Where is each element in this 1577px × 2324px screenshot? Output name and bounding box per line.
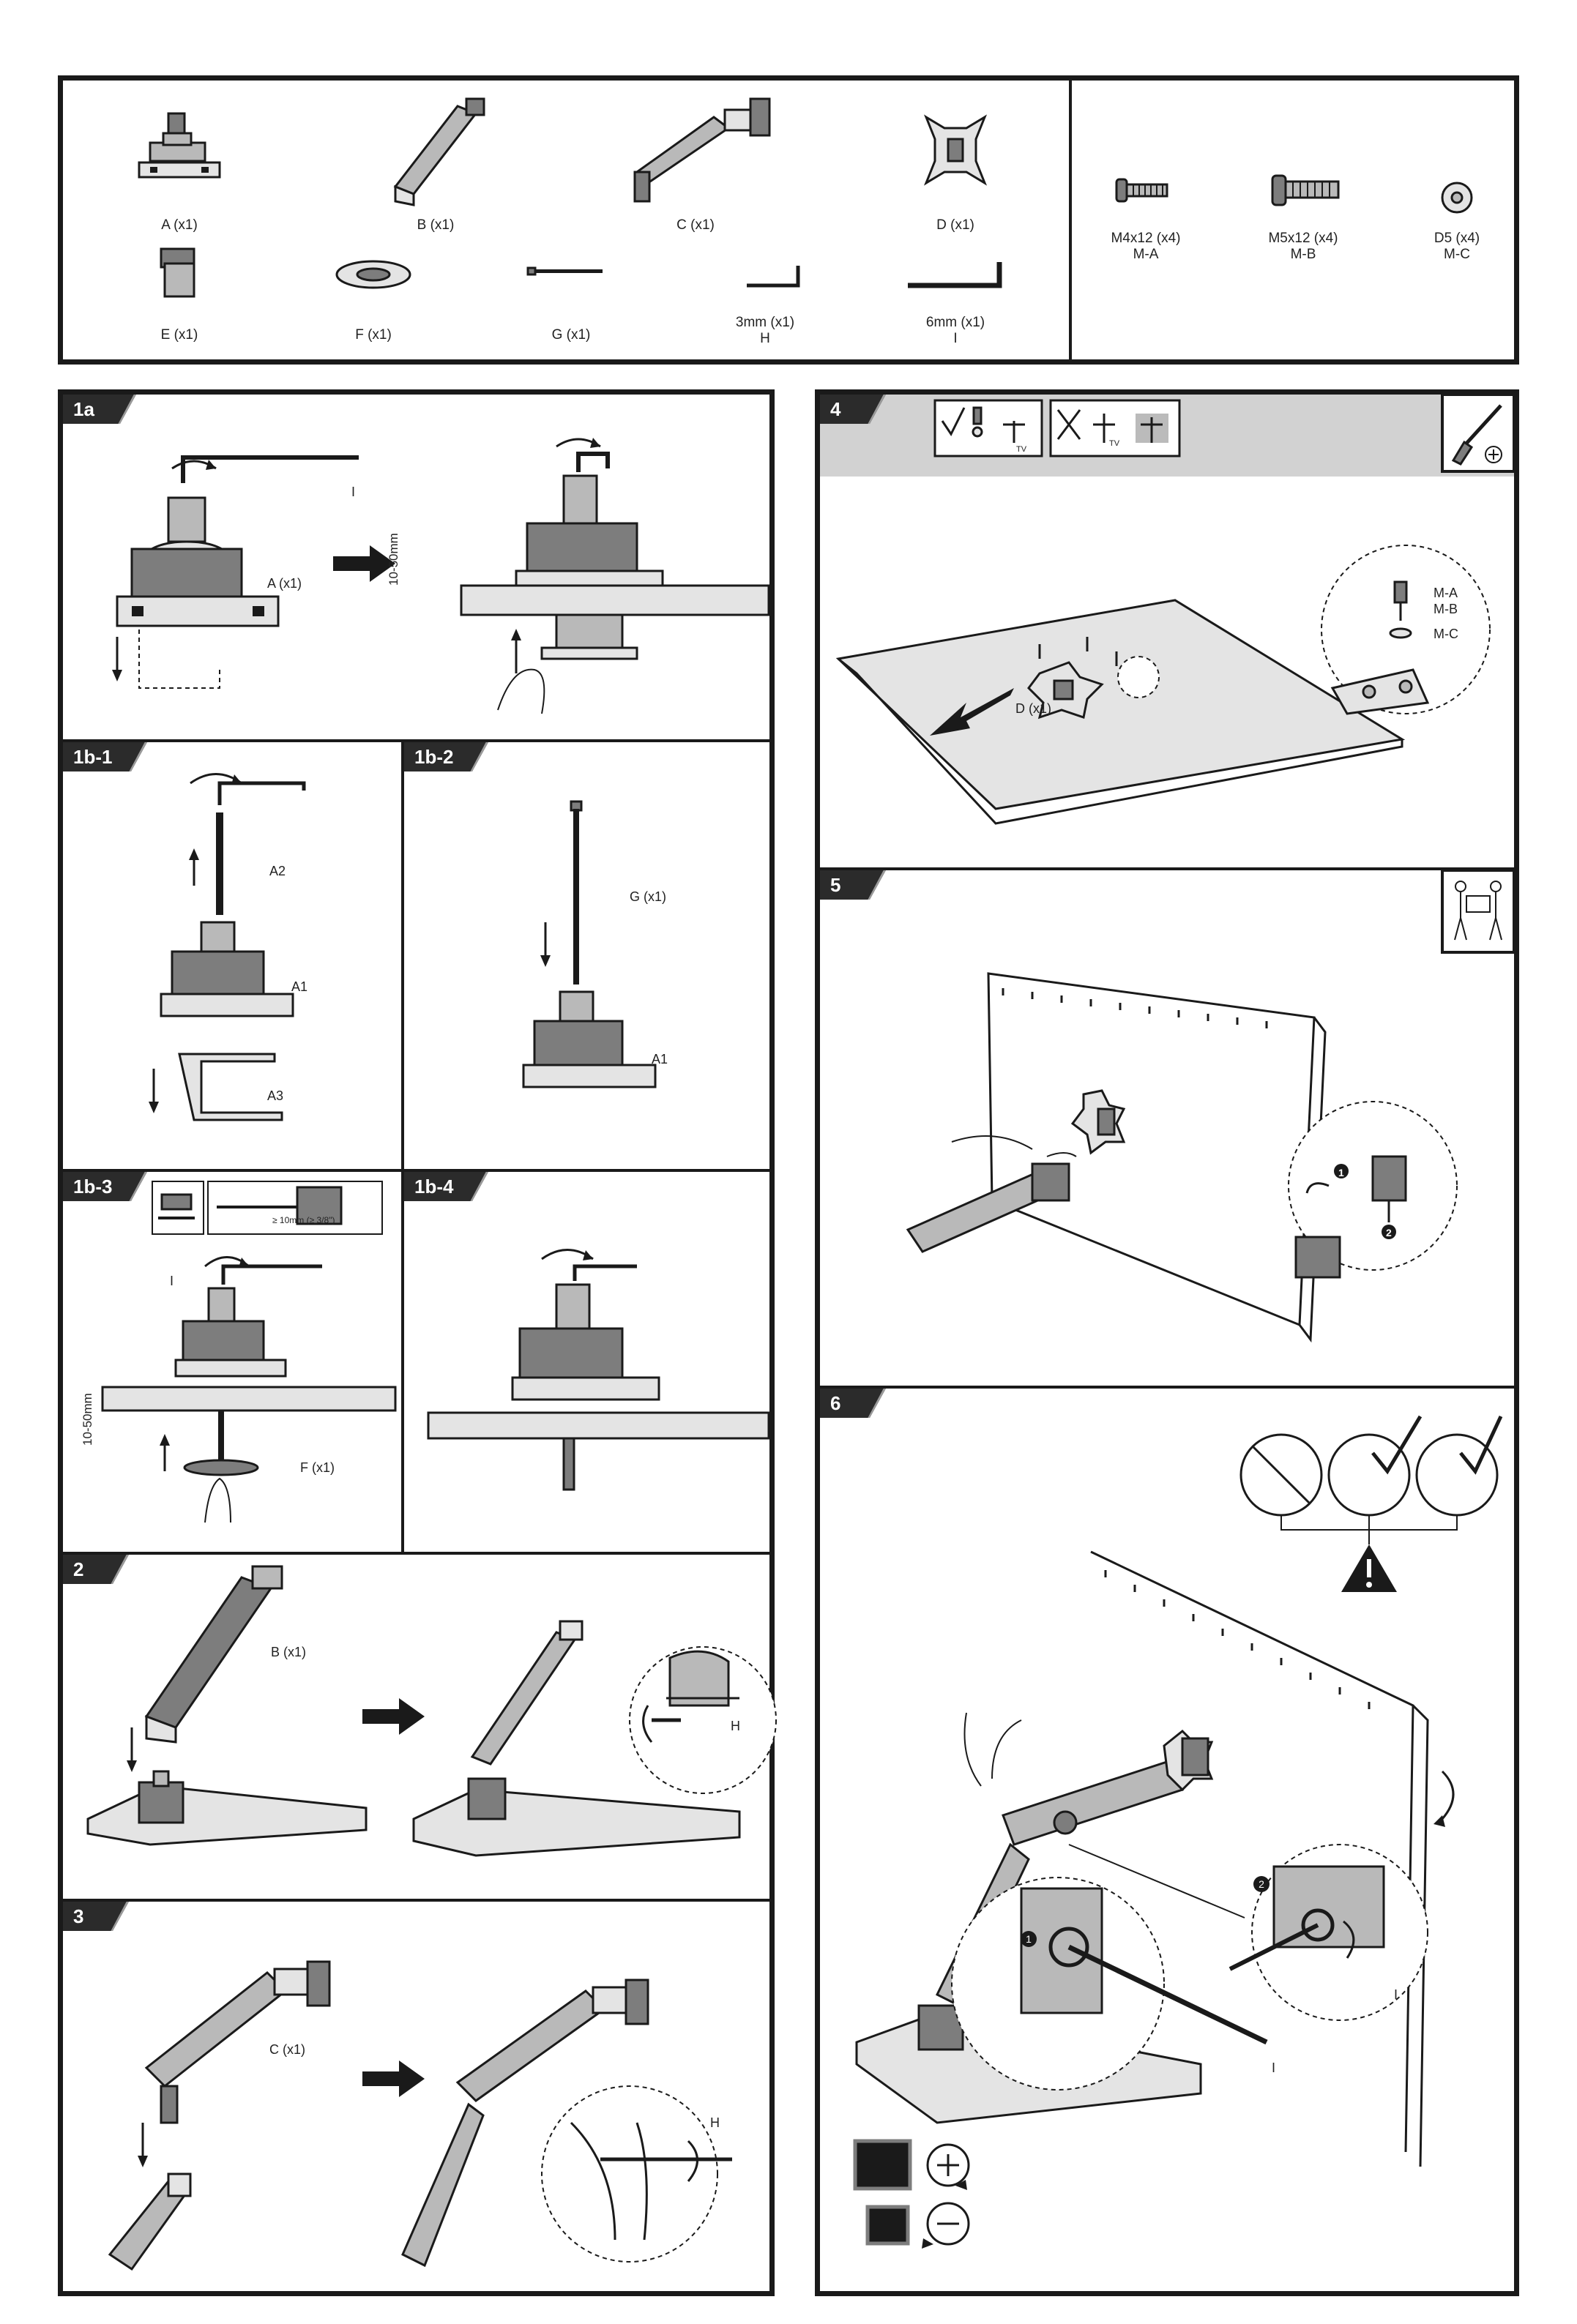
screw-m5-size: M5x12 (x4) bbox=[1256, 231, 1351, 247]
part-h-label: H bbox=[750, 331, 780, 347]
heavy-monitor-tighten-icon bbox=[853, 2137, 985, 2196]
part-g-label: G (x1) bbox=[538, 327, 604, 343]
step-1b4-number: 1b-4 bbox=[414, 1176, 453, 1198]
part-c-label: C (x1) bbox=[663, 217, 728, 233]
part-i-hex-key-icon bbox=[904, 256, 1007, 300]
step-6-label-i-right: I bbox=[1394, 1987, 1398, 2003]
screw-m5-icon bbox=[1269, 173, 1342, 208]
part-i-size-label: 6mm (x1) bbox=[915, 315, 996, 331]
screw-m5-code: M-B bbox=[1256, 247, 1351, 263]
step-1b2-number: 1b-2 bbox=[414, 746, 453, 768]
step-4-label-mb: M-B bbox=[1434, 602, 1458, 617]
step-6-callout-1: 1 bbox=[1021, 1931, 1037, 1947]
step-3-label-c: C (x1) bbox=[269, 2042, 305, 2058]
part-d-label: D (x1) bbox=[922, 217, 988, 233]
part-a-base-icon bbox=[135, 110, 223, 190]
step-1b2-label-a1: A1 bbox=[652, 1052, 668, 1067]
screw-incorrect-icon bbox=[1049, 399, 1181, 457]
step-1b1-number: 1b-1 bbox=[73, 746, 112, 768]
part-a-label: A (x1) bbox=[146, 217, 212, 233]
step-4-label-ma: M-A bbox=[1434, 586, 1458, 601]
step-1a-thickness: 10-50mm bbox=[387, 533, 401, 586]
part-e-label: E (x1) bbox=[146, 327, 212, 343]
step-1b3-label-f: F (x1) bbox=[300, 1460, 335, 1476]
part-b-label: B (x1) bbox=[403, 217, 469, 233]
step-3-number: 3 bbox=[73, 1905, 83, 1927]
step-2-arm-b-install bbox=[84, 1559, 377, 1867]
screw-m4-code: M-A bbox=[1098, 247, 1193, 263]
step-5-monitor-attach bbox=[879, 959, 1501, 1369]
step-4-label-mc: M-C bbox=[1434, 627, 1458, 642]
light-monitor-loosen-icon bbox=[853, 2196, 985, 2254]
step-1a-clamp-on-desk bbox=[432, 432, 769, 725]
part-h-size-label: 3mm (x1) bbox=[725, 315, 805, 331]
drill-hint-icon bbox=[151, 1180, 385, 1236]
step-6-tension-adjust bbox=[835, 1537, 1508, 2181]
step-1b3-thickness: 10-50mm bbox=[81, 1393, 95, 1446]
step-6-label-i-left: I bbox=[1272, 2060, 1275, 2076]
step-6-number: 6 bbox=[830, 1392, 840, 1414]
step-1b3-label-i: I bbox=[170, 1274, 174, 1289]
step-1a-number: 1a bbox=[73, 398, 94, 420]
two-person-lift-icon bbox=[1442, 870, 1514, 952]
step-2-label-b: B (x1) bbox=[271, 1645, 306, 1660]
part-d-vesa-plate-icon bbox=[919, 110, 992, 190]
step-1b3-diagram bbox=[81, 1244, 395, 1530]
part-c-arm-icon bbox=[619, 91, 780, 209]
step-4-monitor-back bbox=[835, 542, 1508, 849]
step-3-label-h: H bbox=[710, 2115, 720, 2131]
screw-m4-size: M4x12 (x4) bbox=[1098, 231, 1193, 247]
step-5-callout-2: 2 bbox=[1386, 1227, 1392, 1238]
step-1b4-diagram bbox=[425, 1237, 769, 1515]
washer-d5-size: D5 (x4) bbox=[1413, 231, 1501, 247]
step-4-label-d: D (x1) bbox=[1015, 701, 1051, 717]
part-i-label: I bbox=[941, 331, 970, 347]
drill-hole-size: ≥ 10mm (≥ 3/8") bbox=[272, 1215, 335, 1225]
step-6-callout-2: 2 bbox=[1253, 1876, 1270, 1892]
step-5-callout-1: 1 bbox=[1338, 1167, 1344, 1178]
step-3-arm-c-install bbox=[88, 1932, 381, 2269]
part-h-hex-key-icon bbox=[743, 260, 809, 296]
step-1b1-label-a1: A1 bbox=[291, 979, 307, 995]
step-1a-label-a: A (x1) bbox=[267, 576, 302, 591]
part-g-rod-icon bbox=[526, 264, 606, 278]
step-3-arm-installed bbox=[395, 1940, 761, 2269]
step-2-arm-installed bbox=[410, 1618, 761, 1881]
washer-d5-code: M-C bbox=[1413, 247, 1501, 263]
tv-label-correct: TV bbox=[1016, 445, 1026, 454]
step-4-number: 4 bbox=[830, 398, 840, 420]
step-1b1-label-a2: A2 bbox=[269, 864, 286, 879]
step-5-number: 5 bbox=[830, 874, 840, 896]
screwdriver-icon bbox=[1442, 395, 1514, 471]
parts-divider bbox=[1069, 81, 1072, 359]
step-1b3-number: 1b-3 bbox=[73, 1176, 112, 1198]
part-f-plate-icon bbox=[333, 256, 414, 293]
step-1b2-diagram bbox=[512, 798, 703, 1127]
step-1a-label-i: I bbox=[351, 485, 355, 500]
part-f-label: F (x1) bbox=[340, 327, 406, 343]
part-b-arm-icon bbox=[384, 95, 494, 212]
tv-label-incorrect: TV bbox=[1109, 439, 1119, 448]
washer-d5-icon bbox=[1439, 179, 1475, 216]
step-1b1-label-a3: A3 bbox=[267, 1088, 283, 1104]
step-2-number: 2 bbox=[73, 1558, 83, 1580]
step-1b2-label-g: G (x1) bbox=[630, 889, 666, 905]
screw-m4-icon bbox=[1113, 176, 1171, 205]
screw-correct-icon bbox=[933, 399, 1043, 457]
step-2-label-h: H bbox=[731, 1719, 740, 1734]
part-e-icon bbox=[154, 245, 205, 304]
